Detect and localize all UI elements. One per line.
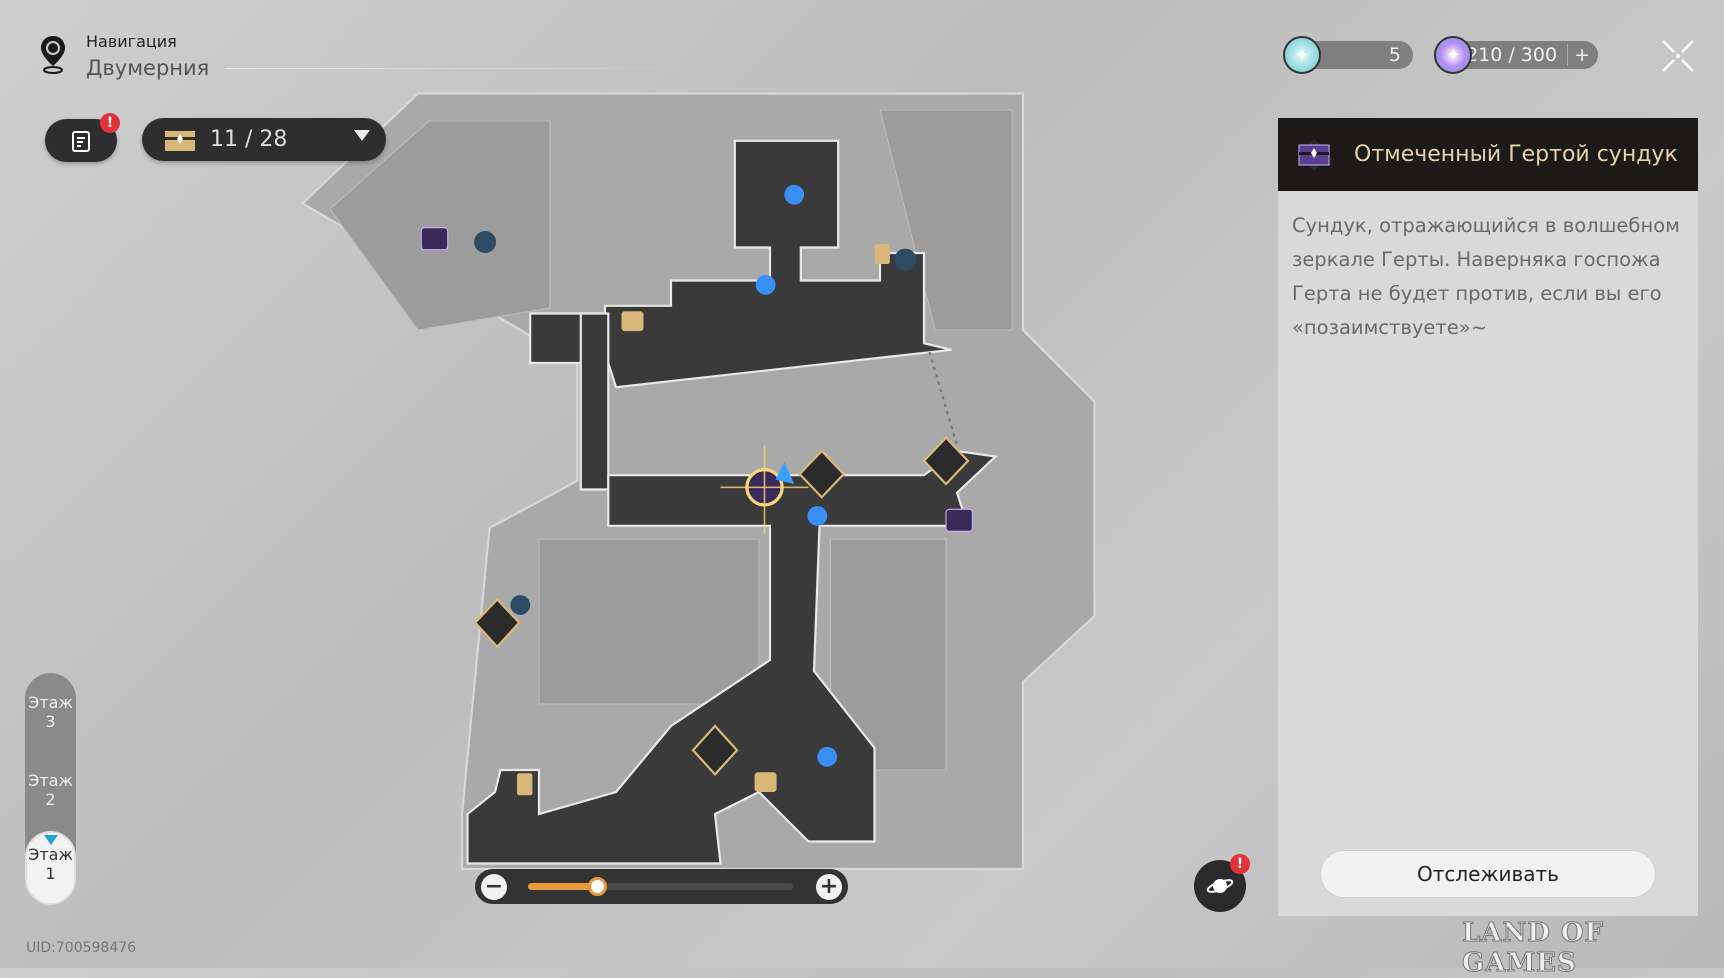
floor-label: Этаж	[28, 845, 73, 864]
floor-number: 2	[45, 790, 56, 809]
divider	[225, 68, 725, 69]
map-pin-icon	[41, 36, 65, 74]
uid-label: UID:700598476	[26, 940, 137, 956]
fuel-currency[interactable]: 5 ✦	[1283, 36, 1413, 74]
planet-map-button[interactable]: !	[1194, 854, 1250, 912]
floor-number: 1	[45, 864, 56, 883]
chest-count: 11 / 28	[210, 127, 288, 152]
watermark: LAND OF GAMES	[1462, 918, 1604, 978]
zoom-slider-handle[interactable]	[587, 877, 607, 896]
panel-title: Отмеченный Гертой сундук	[1354, 142, 1678, 167]
trailblaze-power-value: 210 / 300	[1466, 44, 1558, 66]
tasks-button[interactable]: !	[45, 113, 120, 162]
zoom-control: − +	[475, 869, 848, 904]
panel-description: Сундук, отражающийся в волшебном зеркале…	[1292, 214, 1680, 339]
zoom-out-button[interactable]: −	[481, 874, 507, 900]
floor-label: Этаж	[28, 771, 73, 790]
panel-header: Отмеченный Гертой сундук	[1278, 118, 1698, 191]
chest-marker[interactable]	[420, 227, 449, 251]
origami-bird-icon[interactable]	[474, 231, 917, 615]
chest-icon	[165, 130, 195, 151]
fuel-orb-icon: ✦	[1283, 36, 1321, 74]
floor-label: Этаж	[28, 693, 73, 712]
current-floor-indicator-icon	[44, 835, 58, 845]
nav-section-label: Навигация	[86, 32, 177, 51]
chevron-down-icon	[354, 130, 370, 141]
zoom-slider-track[interactable]	[528, 877, 793, 896]
planet-icon	[1206, 879, 1234, 893]
merchant-icon[interactable]	[517, 244, 890, 796]
chest-marker[interactable]	[945, 508, 973, 532]
enemy-marker[interactable]	[798, 449, 846, 499]
chest-info-panel: Отмеченный Гертой сундук Сундук, отражаю…	[1278, 118, 1698, 916]
zoom-in-button[interactable]: +	[816, 874, 842, 900]
notification-badge: !	[100, 113, 120, 133]
selected-chest-marker[interactable]	[720, 445, 809, 534]
chest-icon	[1298, 138, 1330, 171]
close-icon[interactable]	[1660, 38, 1696, 74]
chest-counter-dropdown[interactable]: 11 / 28	[142, 118, 386, 161]
trailblaze-power[interactable]: 210 / 300 + ✦	[1434, 36, 1598, 74]
track-button[interactable]: Отслеживать	[1320, 850, 1656, 898]
enemy-marker[interactable]	[473, 597, 521, 649]
teleport-anchor-icon[interactable]	[755, 184, 838, 767]
power-orb-icon: ✦	[1434, 36, 1472, 74]
map-dotted-path	[928, 351, 959, 446]
clipboard-icon	[72, 130, 90, 152]
zoom-slider-fill	[528, 883, 597, 890]
player-arrow-icon	[775, 462, 795, 484]
enemy-marker[interactable]	[922, 436, 970, 486]
enemy-marker[interactable]	[691, 724, 739, 777]
notification-badge: !	[1230, 854, 1250, 874]
add-power-button[interactable]: +	[1567, 44, 1590, 66]
floor-number: 3	[45, 712, 56, 731]
location-name: Двумерния	[86, 56, 210, 80]
